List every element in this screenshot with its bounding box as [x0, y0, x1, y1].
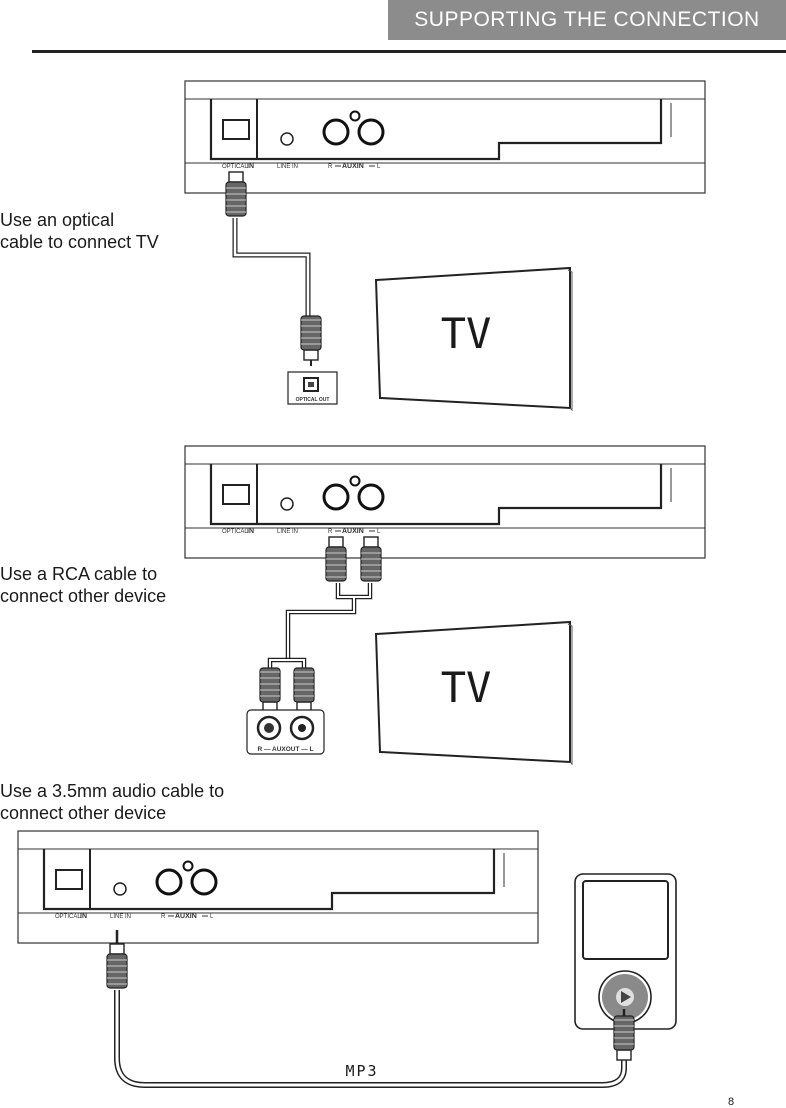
- svg-text:R: R: [328, 164, 333, 170]
- page-number: 8: [728, 1096, 735, 1108]
- svg-text:R — AUXOUT — L: R — AUXOUT — L: [257, 746, 313, 753]
- svg-text:AUXIN: AUXIN: [175, 913, 197, 920]
- aux-out-port: R — AUXOUT — L: [246, 709, 325, 755]
- svg-text:LINE IN: LINE IN: [277, 164, 298, 170]
- svg-text:OPTICAL: OPTICAL: [222, 164, 248, 170]
- svg-text:LINE IN: LINE IN: [277, 529, 298, 535]
- optical-cable: [225, 171, 322, 366]
- aux-35mm-cable: MP3: [106, 930, 635, 1088]
- soundbar-panel-3: OPTICAL IN LINE IN R AUXIN L: [16, 829, 540, 945]
- svg-text:AUXIN: AUXIN: [342, 163, 364, 170]
- section-title: SUPPORTING THE CONNECTION: [414, 8, 760, 31]
- caption-optical: Use an optical cable to connect TV: [0, 210, 159, 252]
- svg-text:OPTICAL: OPTICAL: [55, 914, 81, 920]
- caption-aux: Use a 3.5mm audio cable to connect other…: [0, 781, 225, 823]
- soundbar-panel-2: OPTICAL IN LINE IN R AUXIN L: [183, 444, 707, 560]
- optical-out-port: OPTICAL OUT: [287, 371, 338, 405]
- rca-cable: [259, 536, 382, 713]
- svg-text:IN: IN: [247, 163, 254, 170]
- svg-text:AUXIN: AUXIN: [342, 528, 364, 535]
- svg-text:TV: TV: [441, 663, 492, 712]
- header-rule: [32, 50, 786, 53]
- svg-text:R: R: [328, 529, 333, 535]
- svg-text:OPTICAL: OPTICAL: [222, 529, 248, 535]
- svg-text:R: R: [161, 914, 166, 920]
- svg-text:IN: IN: [247, 528, 254, 535]
- svg-text:LINE IN: LINE IN: [110, 914, 131, 920]
- tv-1: TV: [375, 267, 573, 411]
- svg-text:L: L: [377, 164, 381, 170]
- svg-text:L: L: [377, 529, 381, 535]
- section-header: SUPPORTING THE CONNECTION: [388, 0, 786, 40]
- caption-rca: Use a RCA cable to connect other device: [0, 564, 167, 606]
- svg-text:TV: TV: [441, 309, 492, 358]
- svg-text:OPTICAL OUT: OPTICAL OUT: [296, 397, 330, 403]
- svg-text:L: L: [210, 914, 214, 920]
- mp3-player: [574, 873, 677, 1030]
- svg-text:IN: IN: [80, 913, 87, 920]
- mp3-label: MP3: [345, 1062, 378, 1080]
- soundbar-panel-1: OPTICAL IN LINE IN R AUXIN L: [183, 79, 707, 195]
- tv-2: TV: [375, 621, 573, 765]
